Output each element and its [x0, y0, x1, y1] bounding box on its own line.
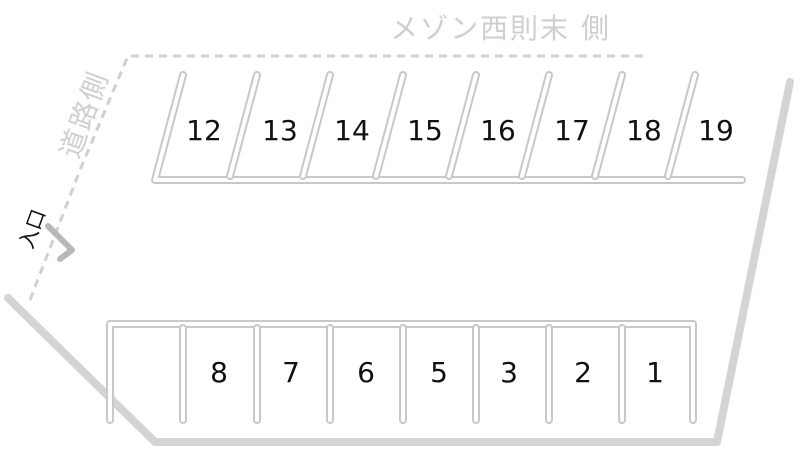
road-side-label: 道路側: [54, 67, 116, 163]
road-boundary-dashed: [28, 54, 645, 301]
entrance-label: 入口: [14, 206, 50, 252]
space-7: 7: [282, 356, 300, 389]
space-12: 12: [186, 114, 222, 147]
top-row-outline-inner: [153, 73, 744, 182]
space-15: 15: [407, 114, 443, 147]
space-16: 16: [480, 114, 516, 147]
space-6: 6: [357, 356, 375, 389]
bottom-row-outline-inner: [108, 322, 695, 422]
top-divider-6-inner: [593, 73, 624, 178]
space-19: 19: [698, 114, 734, 147]
space-1: 1: [646, 356, 664, 389]
space-13: 13: [262, 114, 298, 147]
top-divider-1-inner: [228, 73, 259, 178]
top-divider-4-inner: [447, 73, 478, 178]
space-17: 17: [554, 114, 590, 147]
top-divider-7-inner: [666, 73, 697, 178]
lot-outer-boundary: [4, 78, 794, 446]
back-side-label: メゾン西則末 側: [390, 12, 611, 45]
top-row-spaces: 12 13 14 15 16 17 18 19: [151, 71, 746, 184]
top-divider-3-inner: [374, 73, 405, 178]
space-14: 14: [334, 114, 370, 147]
space-5: 5: [430, 356, 448, 389]
top-divider-2-inner: [301, 73, 332, 178]
bottom-row-spaces: 8 7 6 5 3 2 1: [106, 320, 697, 424]
space-8: 8: [210, 356, 228, 389]
space-2: 2: [574, 356, 592, 389]
top-divider-5-inner: [520, 73, 551, 178]
space-3: 3: [500, 356, 518, 389]
space-18: 18: [626, 114, 662, 147]
entrance-arrow-icon: [45, 223, 75, 262]
